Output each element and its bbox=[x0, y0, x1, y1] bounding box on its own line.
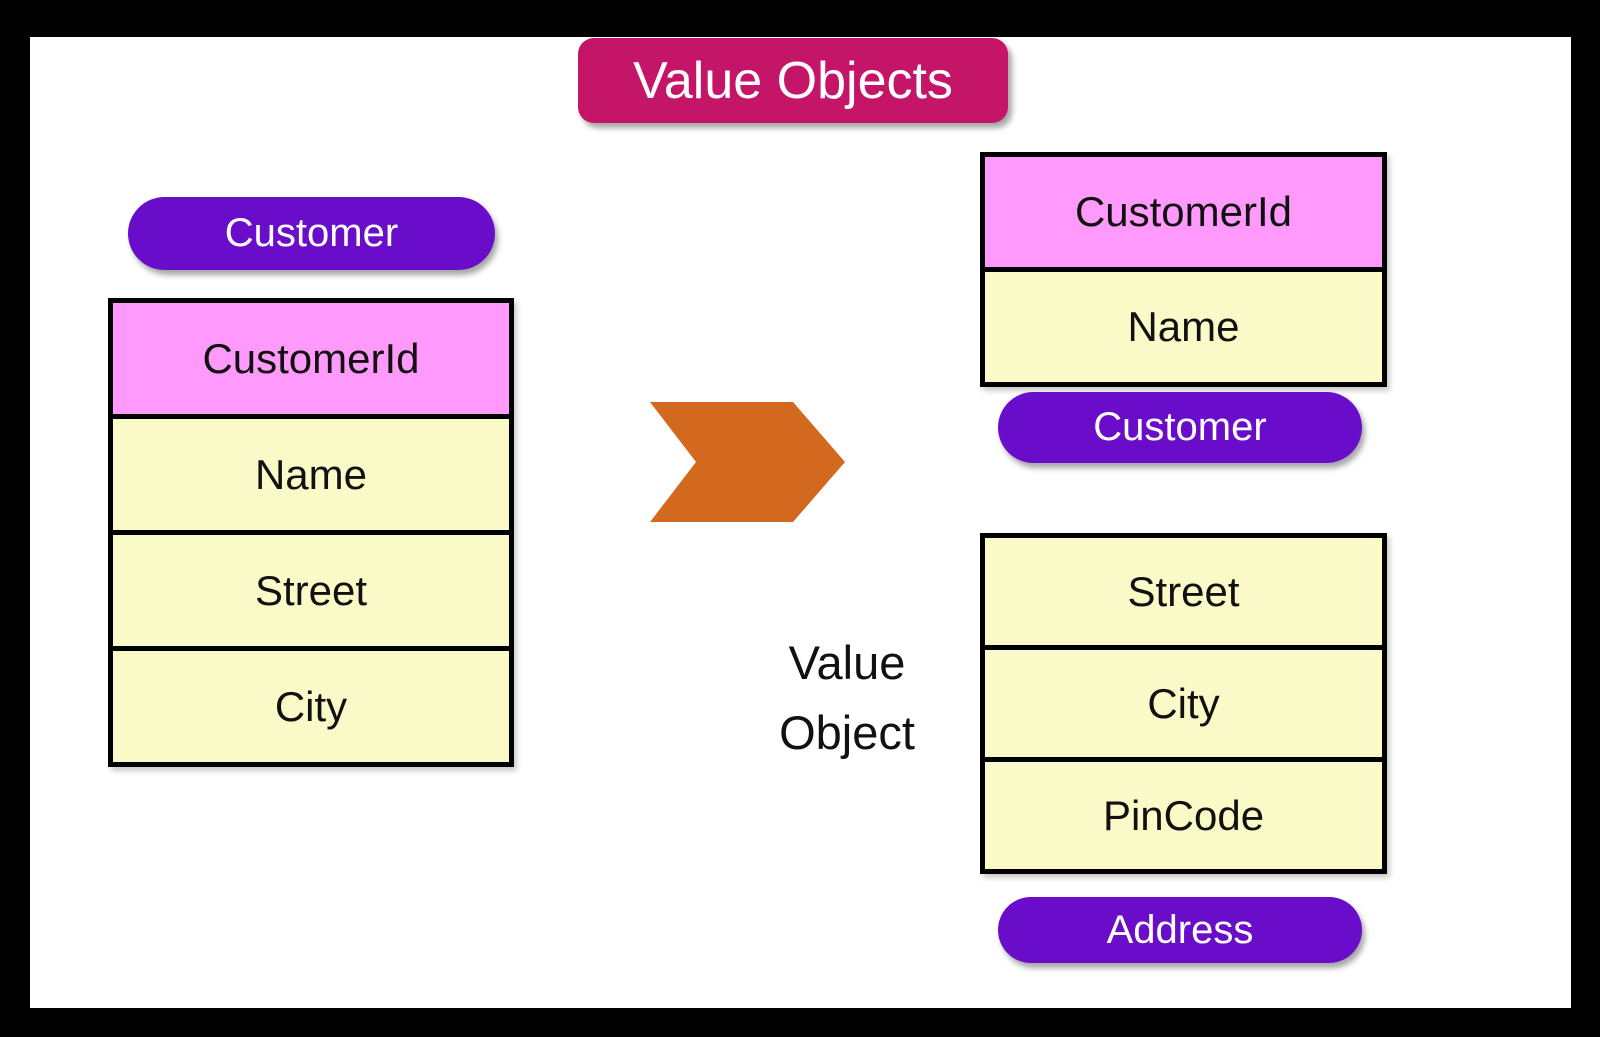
address-table: Street City PinCode bbox=[980, 533, 1387, 874]
table-row: Street bbox=[113, 535, 509, 651]
row-label: Street bbox=[254, 566, 368, 614]
badge-label: Customer bbox=[1093, 405, 1267, 449]
customer-entity-badge-right: Customer bbox=[998, 392, 1362, 463]
row-label: CustomerId bbox=[202, 334, 420, 382]
address-entity-badge: Address bbox=[998, 897, 1362, 963]
customer-table-left: CustomerId Name Street City bbox=[108, 298, 514, 767]
table-row: CustomerId bbox=[113, 303, 509, 419]
table-row: City bbox=[985, 650, 1382, 762]
row-label: Street bbox=[1127, 567, 1240, 615]
annotation-line: Object bbox=[779, 705, 915, 759]
table-row: Name bbox=[113, 419, 509, 535]
table-row: Street bbox=[985, 538, 1382, 650]
title-banner: Value Objects bbox=[578, 38, 1008, 123]
badge-label: Customer bbox=[224, 211, 399, 255]
customer-table-right: CustomerId Name bbox=[980, 152, 1387, 387]
table-row: Name bbox=[985, 272, 1382, 382]
table-row: PinCode bbox=[985, 762, 1382, 869]
table-row: CustomerId bbox=[985, 157, 1382, 272]
row-label: City bbox=[1147, 679, 1220, 727]
slide-canvas: Value Objects Customer CustomerId Name S… bbox=[30, 37, 1571, 1008]
row-label: Name bbox=[1127, 303, 1240, 350]
annotation-line: Value bbox=[788, 636, 906, 689]
row-label: CustomerId bbox=[1074, 188, 1293, 235]
row-label: PinCode bbox=[1102, 791, 1265, 839]
row-label: City bbox=[274, 682, 348, 730]
value-object-annotation: Value Object bbox=[722, 628, 972, 767]
customer-entity-badge-left: Customer bbox=[128, 197, 495, 270]
page-title: Value Objects bbox=[633, 51, 953, 110]
transform-arrow-icon bbox=[640, 395, 855, 530]
row-label: Name bbox=[254, 450, 368, 498]
table-row: City bbox=[113, 651, 509, 762]
badge-label: Address bbox=[1106, 907, 1254, 952]
